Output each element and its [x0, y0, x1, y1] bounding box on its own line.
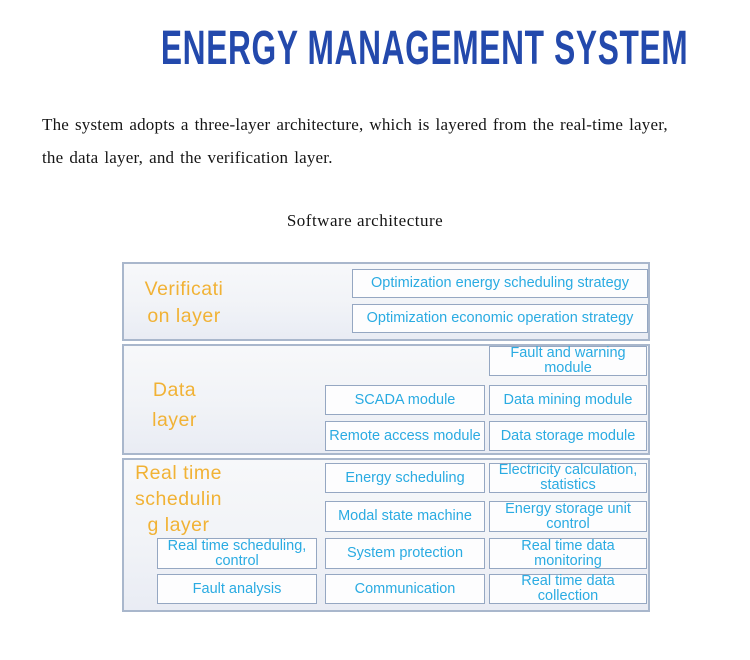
layer-band-data: Data layer Fault and warning module SCAD…	[122, 344, 650, 455]
architecture-diagram: Verificati on layer Optimization energy …	[122, 262, 650, 612]
layer-band-real-time-scheduling: Real time schedulin g layer Energy sched…	[122, 458, 650, 612]
layer-label-line: g layer	[147, 514, 210, 536]
module-system-protection: System protection	[325, 538, 485, 569]
module-energy-storage-unit-control: Energy storage unit control	[489, 501, 647, 532]
layer-band-verification: Verificati on layer Optimization energy …	[122, 262, 650, 341]
module-optimization-economic-operation-strategy: Optimization economic operation strategy	[352, 304, 648, 333]
layer-label-line: layer	[152, 409, 197, 431]
layer-label-line: schedulin	[135, 488, 222, 510]
layer-label-line: Verificati	[144, 278, 224, 300]
module-real-time-data-collection: Real time data collection	[489, 574, 647, 604]
module-modal-state-machine: Modal state machine	[325, 501, 485, 532]
diagram-caption: Software architecture	[286, 211, 444, 230]
module-data-mining: Data mining module	[489, 385, 647, 415]
module-remote-access: Remote access module	[325, 421, 485, 451]
intro-line: The system adopts a three-layer architec…	[42, 115, 668, 134]
layer-label-verification: Verificati on layer	[134, 276, 234, 330]
layer-label-real-time-scheduling: Real time schedulin g layer	[126, 460, 231, 538]
module-energy-scheduling: Energy scheduling	[325, 463, 485, 493]
module-data-storage: Data storage module	[489, 421, 647, 451]
page-title: ENERGY MANAGEMENT SYSTEM	[160, 22, 689, 75]
intro-paragraph: The system adopts a three-layer architec…	[42, 108, 742, 174]
module-fault-analysis: Fault analysis	[157, 574, 317, 604]
intro-line: the data layer, and the verification lay…	[42, 148, 333, 167]
layer-label-line: Real time	[135, 462, 222, 484]
page-title-wrap: ENERGY MANAGEMENT SYSTEM	[0, 22, 750, 76]
module-fault-and-warning: Fault and warning module	[489, 346, 647, 376]
module-communication: Communication	[325, 574, 485, 604]
layer-label-line: Data	[152, 379, 197, 401]
module-scada: SCADA module	[325, 385, 485, 415]
layer-label-line: on layer	[147, 305, 221, 327]
module-real-time-scheduling-control: Real time scheduling, control	[157, 538, 317, 569]
module-real-time-data-monitoring: Real time data monitoring	[489, 538, 647, 569]
module-electricity-calculation-statistics: Electricity calculation, statistics	[489, 463, 647, 493]
module-optimization-energy-scheduling-strategy: Optimization energy scheduling strategy	[352, 269, 648, 298]
layer-label-data: Data layer	[132, 375, 217, 435]
